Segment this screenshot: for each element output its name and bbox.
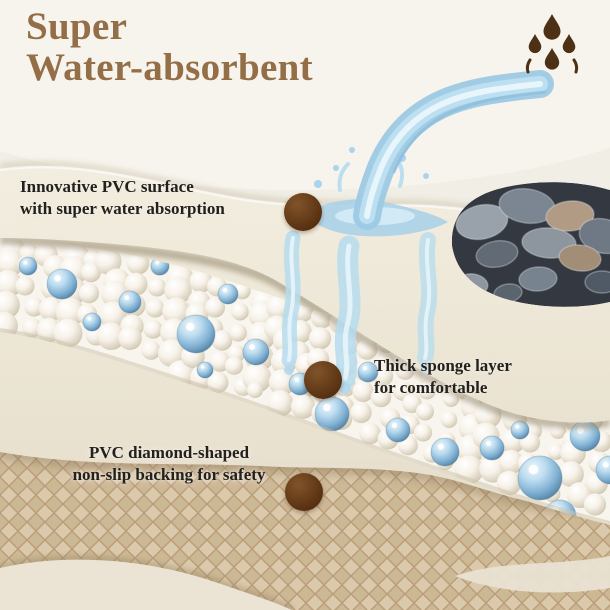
background-glow — [0, 0, 610, 190]
callout-sponge-layer: Thick sponge layer for comfortable — [374, 355, 512, 399]
callout-pvc-surface-line2: with super water absorption — [20, 199, 225, 219]
callout-non-slip-backing-line2: non-slip backing for safety — [72, 465, 266, 485]
water-flow-ribbons — [281, 230, 438, 394]
callout-sponge-layer-line2: for comfortable — [374, 378, 488, 398]
callout-dot-pvc-surface — [284, 193, 322, 231]
callout-dot-sponge-layer — [304, 361, 342, 399]
callout-non-slip-backing-line1: PVC diamond-shaped — [88, 443, 250, 462]
callout-sponge-layer-line1: Thick sponge layer — [374, 356, 512, 375]
page-title-line2: Water-absorbent — [26, 46, 313, 90]
page-title-line1: Super — [26, 5, 128, 48]
callout-dot-non-slip-backing — [285, 473, 323, 511]
page-title: Super Water-absorbent — [26, 6, 313, 89]
bottom-foreground-waves — [0, 555, 610, 610]
water-drops-icon — [514, 8, 590, 84]
callout-pvc-surface: Innovative PVC surface with super water … — [20, 176, 225, 220]
pebble-surface — [451, 182, 610, 307]
water-stream — [353, 70, 554, 230]
callout-pvc-surface-line1: Innovative PVC surface — [20, 177, 194, 196]
callout-non-slip-backing: PVC diamond-shaped non-slip backing for … — [38, 442, 300, 486]
blue-water-beads — [18, 256, 610, 525]
